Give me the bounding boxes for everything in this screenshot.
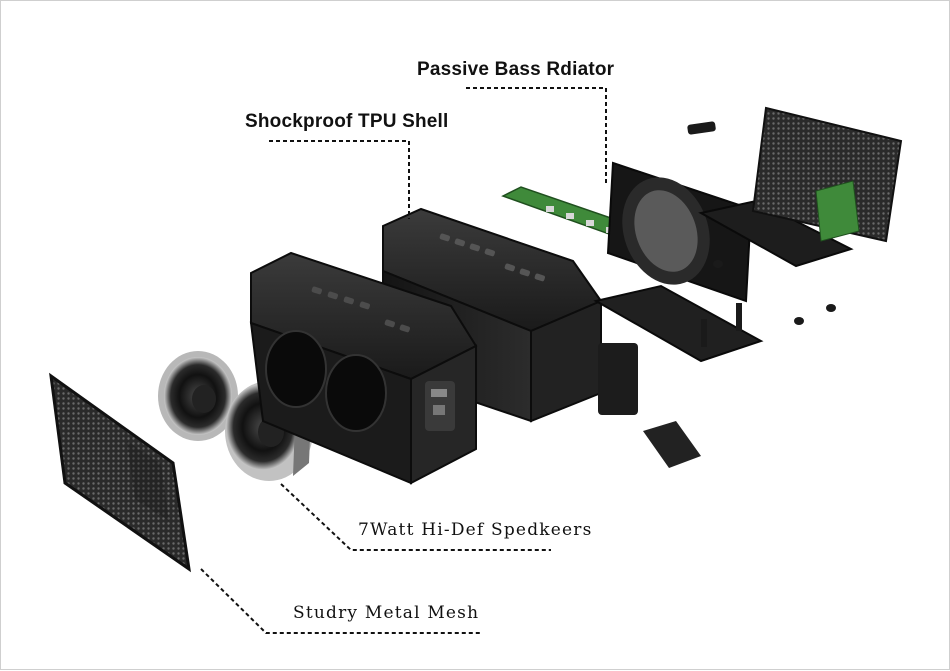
- callout-metal-mesh: Studry Metal Mesh: [293, 603, 480, 623]
- battery-module: [698, 199, 854, 268]
- callout-tpu-shell: Shockproof TPU Shell: [245, 111, 449, 132]
- leader-line-radiator: [466, 87, 607, 186]
- leader-line-shell: [269, 140, 410, 219]
- speaker-driver-left: [158, 351, 238, 441]
- small-parts: [598, 121, 836, 468]
- passive-bass-radiator: [606, 161, 753, 303]
- front-metal-mesh: [49, 372, 192, 573]
- leader-line-mesh: [200, 568, 481, 634]
- rear-cover-plate: [593, 284, 764, 363]
- leader-lines: [200, 87, 607, 634]
- rear-mesh-panel: [751, 106, 903, 243]
- callout-passive-bass-radiator: Passive Bass Rdiator: [417, 59, 615, 80]
- tpu-shell-front: [249, 251, 478, 485]
- callout-speakers: 7Watt Hi-Def Spedkeers: [358, 520, 593, 540]
- leader-line-speakers: [280, 483, 551, 551]
